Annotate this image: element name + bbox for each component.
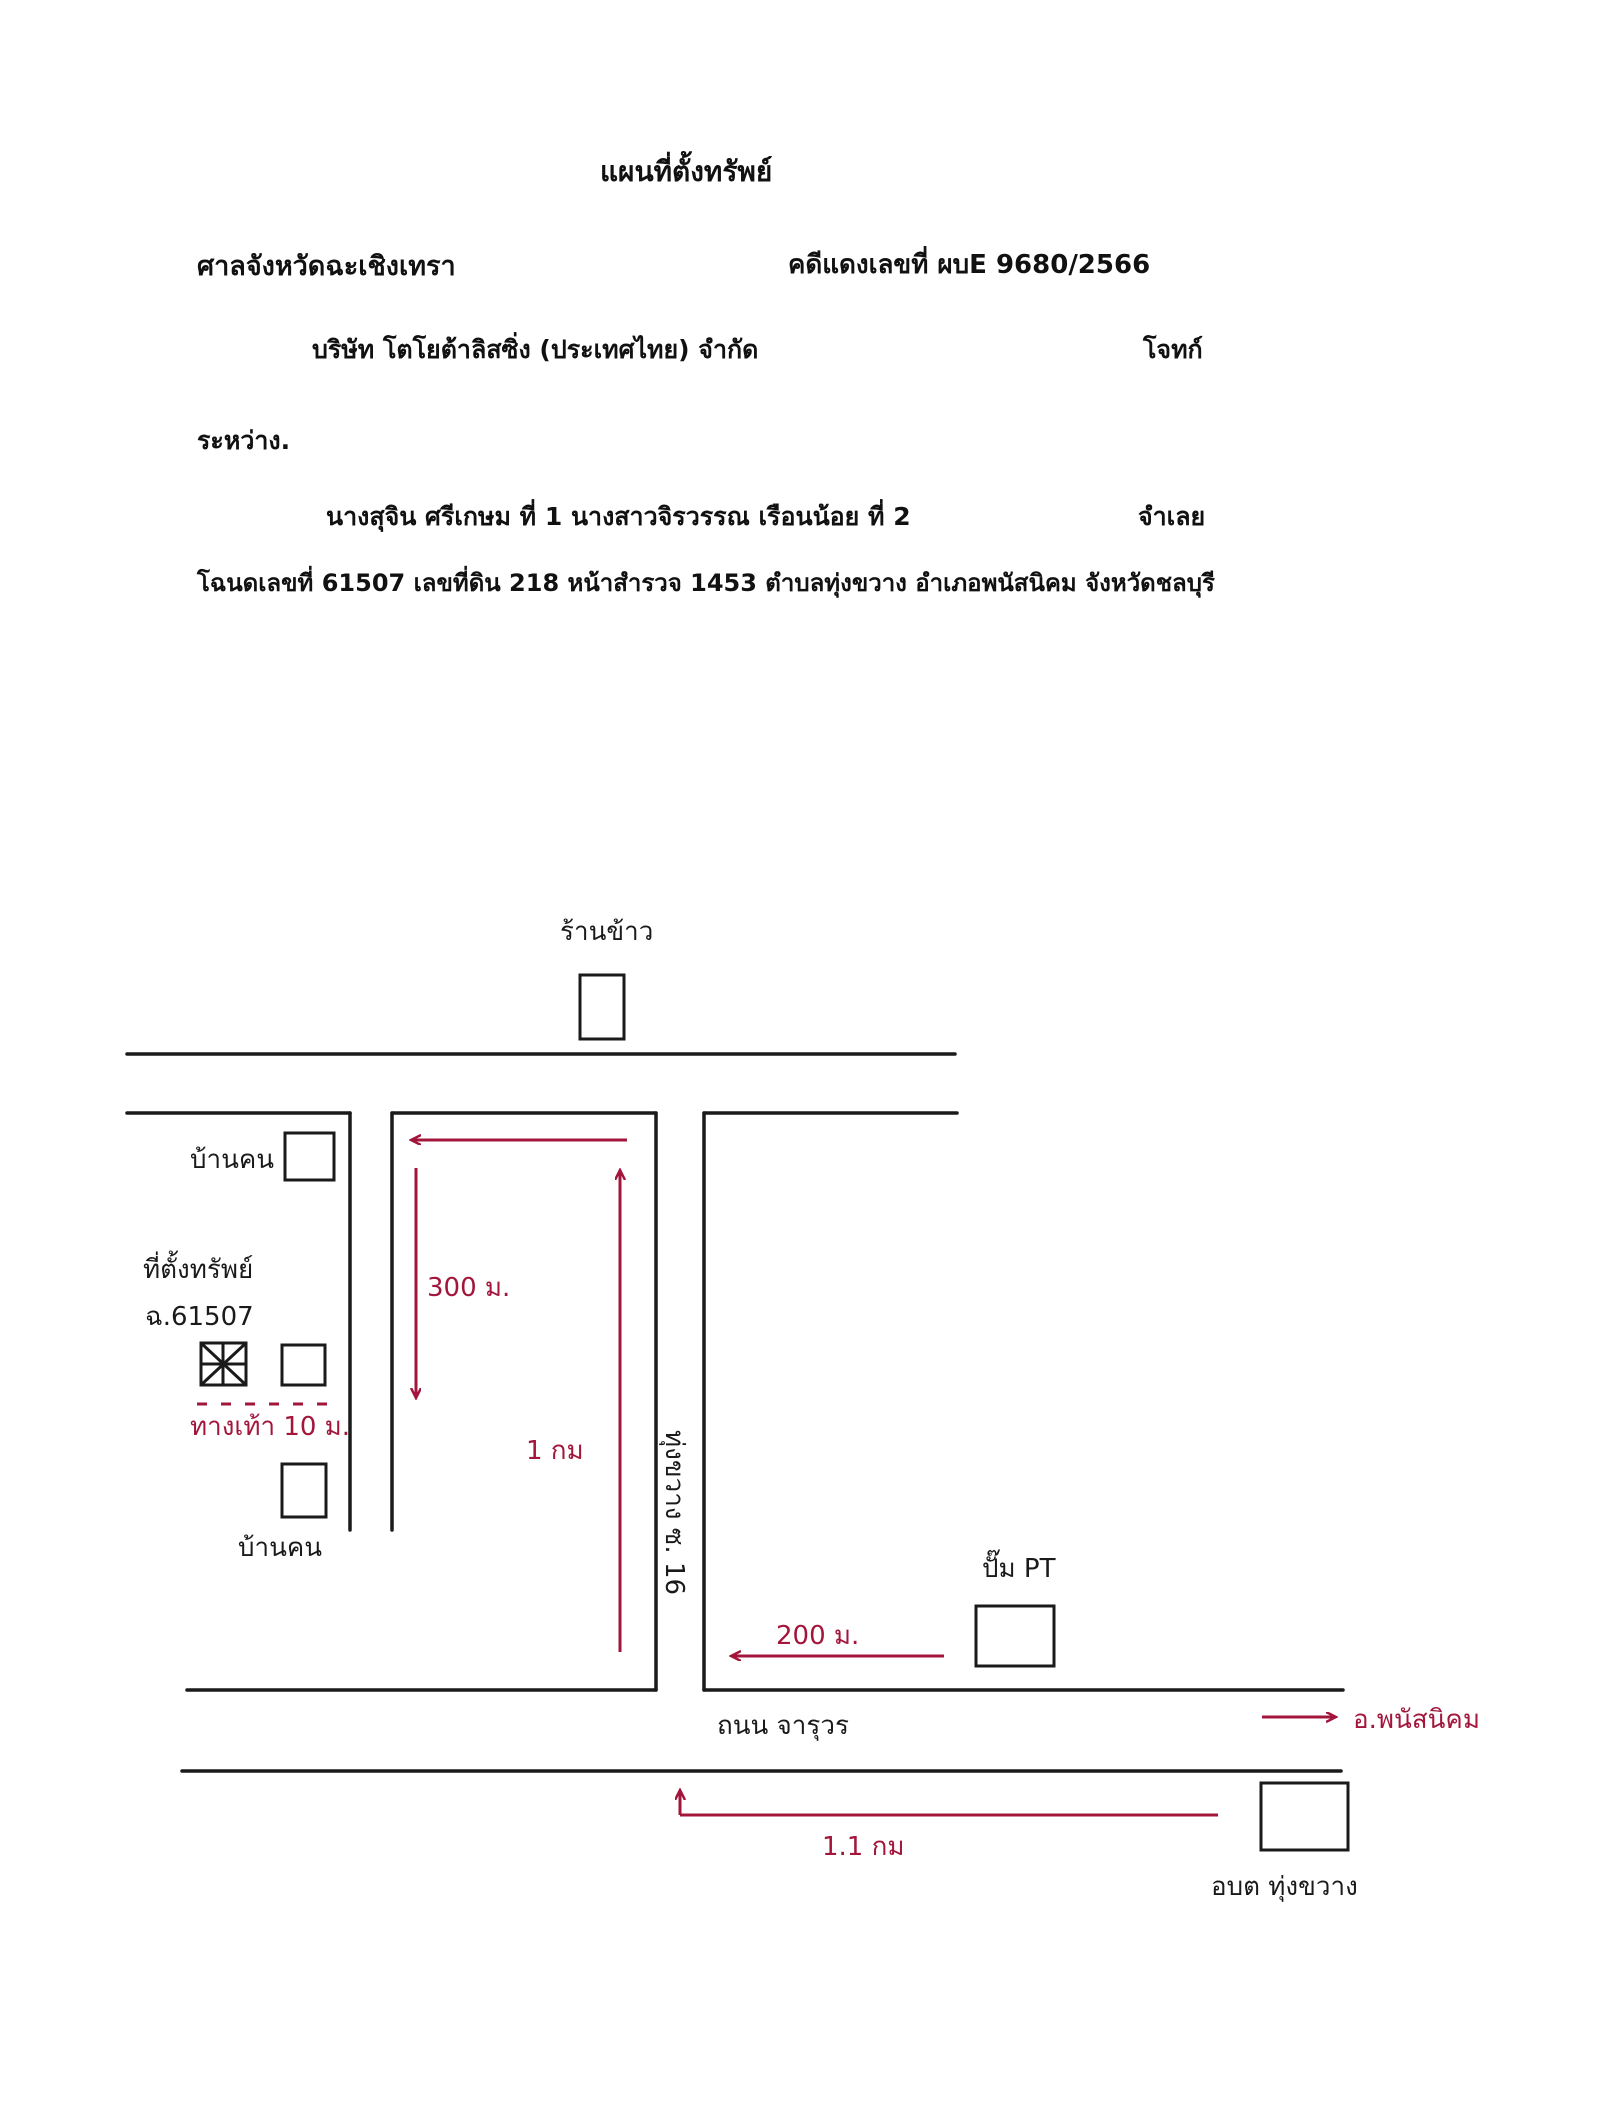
distance-300m-label: 300 ม. [427,1273,510,1303]
house-bottom-label: บ้านคน [238,1533,322,1563]
gas-station-label: ปั๊ม PT [982,1549,1056,1584]
house-bottom-building [280,1462,328,1519]
between-label: ระหว่าง. [197,426,291,455]
path-width-label: ทางเท้า 10 ม. [190,1412,350,1442]
court-name: ศาลจังหวัดฉะเชิงเทรา [197,251,456,282]
defendants-names: นางสุจิน ศรีเกษม ที่ 1 นางสาวจิรวรรณ เรื… [326,502,911,531]
distance-1-1km-label: 1.1 กม [822,1832,905,1862]
plaintiff-role: โจทก์ [1143,335,1203,364]
defendant-role: จำเลย [1138,502,1206,531]
distance-200m-label: 200 ม. [776,1621,859,1651]
rice-shop-building [578,973,626,1041]
distance-1km-label: 1 กม [526,1436,584,1466]
rice-shop-label: ร้านข้าว [560,917,653,947]
tambon-office-label: อบต ทุ่งขวาง [1211,1872,1358,1902]
main-road-label: ถนน จารุวร [717,1711,849,1741]
house-top-label: บ้านคน [190,1145,274,1175]
deed-short-label: ฉ.61507 [145,1302,254,1332]
case-number: คดีแดงเลขที่ ผบE 9680/2566 [788,250,1151,280]
to-district-label: อ.พนัสนิคม [1353,1705,1480,1735]
tambon-office-building [1259,1781,1350,1852]
gas-station-building [974,1604,1056,1668]
plaintiff-name: บริษัท โตโยต้าลิสซิ่ง (ประเทศไทย) จำกัด [312,335,759,364]
house-top-building [283,1131,336,1182]
document-title: แผนที่ตั้งทรัพย์ [600,155,773,188]
adjacent-plot [280,1343,327,1387]
deed-info: โฉนดเลขที่ 61507 เลขที่ดิน 218 หน้าสำรวจ… [197,569,1215,597]
property-label: ที่ตั้งทรัพย์ [143,1250,253,1285]
soi-name-label: ทุ่งขวาง ซ. 16 [659,1430,689,1595]
